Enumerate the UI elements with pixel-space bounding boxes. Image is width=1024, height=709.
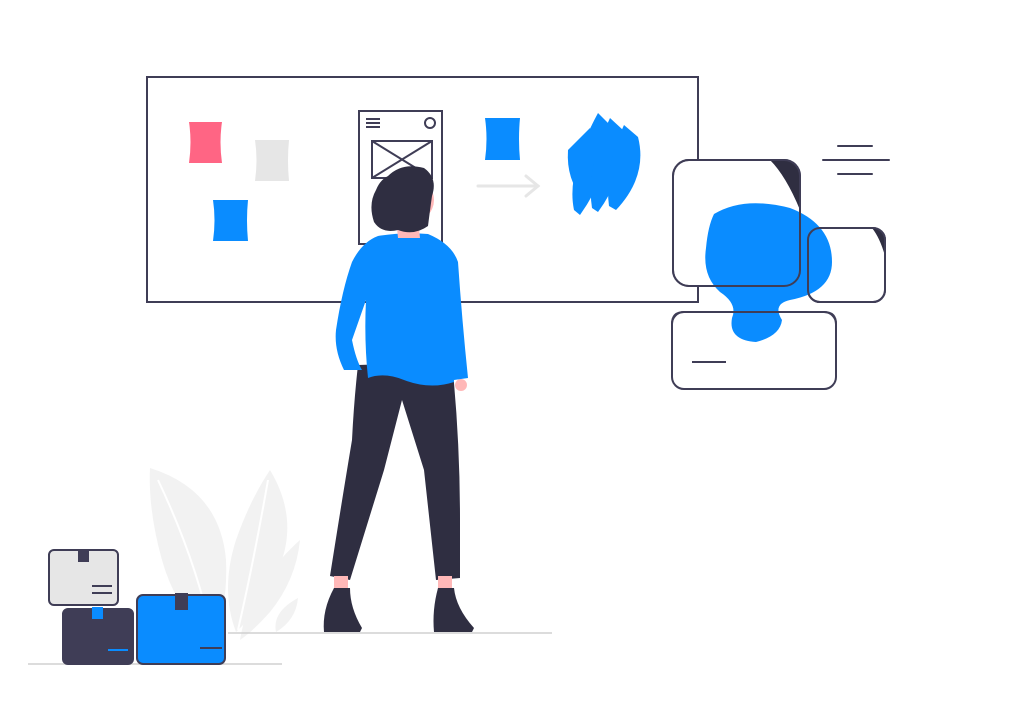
shoe-left bbox=[323, 588, 362, 632]
cardboard-box-blue bbox=[136, 593, 226, 665]
sticky-note-red bbox=[189, 122, 222, 163]
blue-top bbox=[335, 233, 468, 386]
woman-figure bbox=[323, 166, 474, 632]
hamburger-menu-icon bbox=[366, 118, 380, 128]
shoe-right bbox=[433, 588, 474, 632]
stacked-shapes-icon bbox=[567, 113, 641, 215]
cardboard-box-dark bbox=[62, 607, 134, 665]
sticky-note-blue-right bbox=[485, 118, 520, 160]
sticky-notes bbox=[189, 118, 520, 241]
floating-window-bottom bbox=[671, 311, 837, 390]
arrow-right-icon bbox=[476, 174, 541, 198]
floating-windows bbox=[671, 159, 886, 390]
sticky-note-gray bbox=[255, 140, 289, 181]
cardboard-box-top bbox=[48, 549, 119, 606]
trousers bbox=[330, 362, 460, 580]
profile-circle-icon bbox=[424, 117, 436, 129]
speed-lines-icon bbox=[822, 145, 890, 175]
boxes bbox=[48, 549, 226, 665]
hair bbox=[371, 166, 434, 233]
sticky-note-blue-left bbox=[213, 200, 248, 241]
